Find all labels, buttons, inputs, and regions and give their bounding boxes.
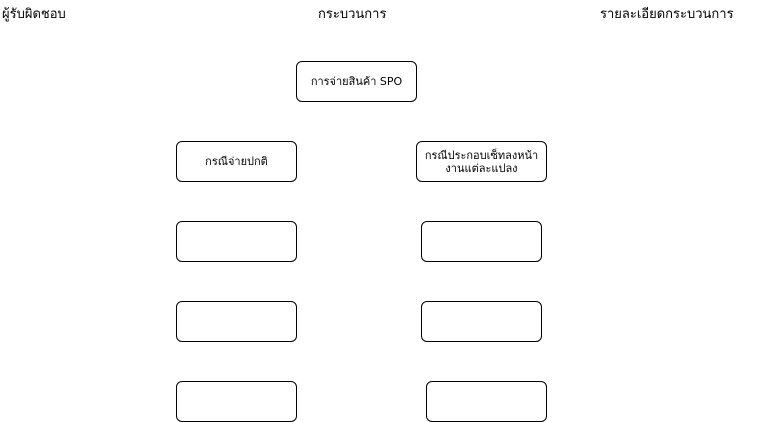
process-node-start-label: การจ่ายสินค้า SPO [310, 75, 403, 88]
process-node-right-empty-1[interactable] [421, 221, 542, 262]
header-process: กระบวนการ [318, 7, 387, 22]
header-responsible: ผู้รับผิดชอบ [2, 7, 66, 22]
process-node-left-empty-1[interactable] [176, 221, 297, 262]
process-node-normal-dispatch-label: กรณีจ่ายปกติ [205, 155, 268, 168]
header-details: รายละเอียดกระบวนการ [600, 7, 734, 22]
process-node-start[interactable]: การจ่ายสินค้า SPO [296, 61, 417, 102]
process-node-left-empty-2[interactable] [176, 301, 297, 342]
process-node-set-assembly[interactable]: กรณีประกอบเซ็ทลงหน้า งานแต่ละแปลง [416, 141, 547, 182]
process-node-right-empty-2[interactable] [421, 301, 542, 342]
process-node-set-assembly-label: กรณีประกอบเซ็ทลงหน้า งานแต่ละแปลง [424, 148, 539, 175]
process-node-right-empty-3[interactable] [426, 381, 547, 422]
process-node-normal-dispatch[interactable]: กรณีจ่ายปกติ [176, 141, 297, 182]
process-node-left-empty-3[interactable] [176, 381, 297, 422]
